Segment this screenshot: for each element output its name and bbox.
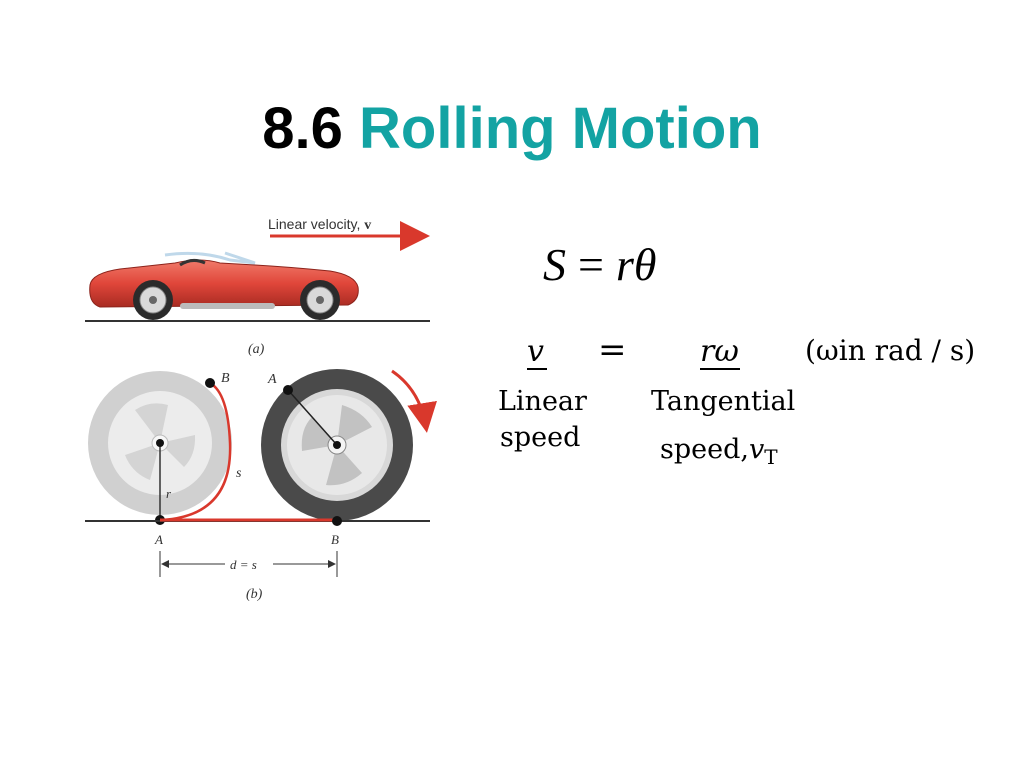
caption-b: (b) xyxy=(246,587,263,602)
rolling-motion-figure: Linear velocity, v (a) xyxy=(80,205,440,605)
radius-label: r xyxy=(166,486,172,501)
label-A-ground: A xyxy=(154,532,163,547)
slide-title: 8.6 Rolling Motion xyxy=(0,100,1024,158)
point-B-left xyxy=(205,378,215,388)
point-A-right xyxy=(283,385,293,395)
eq1-equals: = xyxy=(578,239,604,290)
car-illustration xyxy=(89,251,359,320)
section-title: Rolling Motion xyxy=(359,96,762,161)
eq2-unit: (ωin rad / s) xyxy=(805,334,976,367)
eq2-rhs-underline xyxy=(700,368,740,370)
arc-label: s xyxy=(236,466,242,481)
point-B-right xyxy=(332,516,342,526)
caption-a: (a) xyxy=(248,342,265,357)
eq2-lhs: v xyxy=(527,334,544,369)
linear-speed-label-line1: Linear xyxy=(498,386,587,417)
arc-s xyxy=(159,381,232,522)
section-number: 8.6 xyxy=(262,96,343,161)
tangential-speed-label-line2: speed,vT xyxy=(660,434,778,469)
label-A-right: A xyxy=(267,372,277,387)
label-B-ground: B xyxy=(331,532,339,547)
eq2-lhs-underline xyxy=(527,368,547,370)
eq2-equals: = xyxy=(598,330,627,370)
rotation-arrow xyxy=(391,369,437,433)
tangential-speed-symbol: v xyxy=(748,434,765,465)
tangential-speed-subscript: T xyxy=(764,445,778,469)
eq1-rhs: rθ xyxy=(615,239,657,290)
center-dot-left xyxy=(156,439,164,447)
figure-illustration: Linear velocity, v (a) xyxy=(85,216,437,602)
center-dot-right xyxy=(333,441,341,449)
label-B-left: B xyxy=(221,371,230,386)
eq1-lhs: S xyxy=(543,239,566,290)
tangential-speed-label-line1: Tangential xyxy=(651,386,796,417)
linear-speed-label-line2: speed xyxy=(500,422,581,453)
arc-length-equation: S=rθ xyxy=(543,238,656,291)
tangential-speed-word: speed, xyxy=(660,434,749,465)
distance-label: d = s xyxy=(230,557,257,572)
eq2-rhs: rω xyxy=(700,334,739,369)
wheel-rolled xyxy=(261,369,413,521)
spoke-line xyxy=(287,389,338,446)
velocity-label: Linear velocity, v xyxy=(268,216,371,233)
